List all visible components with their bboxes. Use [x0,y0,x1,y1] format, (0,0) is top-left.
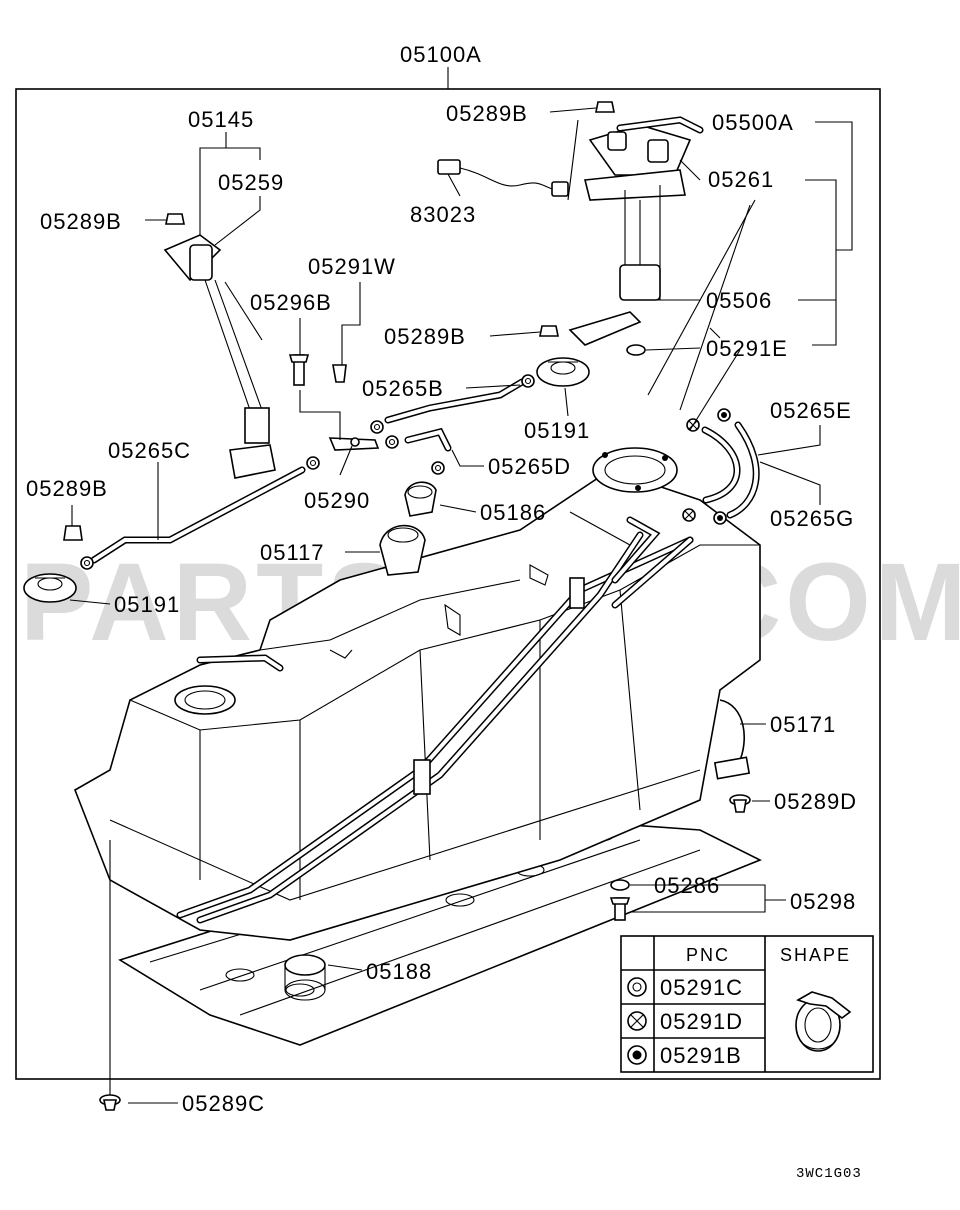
hose-265b [384,378,526,424]
label-assembly[interactable]: 05100A [400,42,482,67]
label-bolt-left-mid[interactable]: 05289B [26,476,108,501]
harness-connector [437,159,569,197]
fuel-pump-module [568,116,704,356]
vent-tube-186 [611,516,694,609]
hose-265d [404,427,452,452]
table-header-pnc: PNC [686,945,730,965]
label-gauge-unit[interactable]: 05145 [188,107,254,132]
table-row-pnc-2: 05291D [660,1009,743,1034]
label-bolt-289c[interactable]: 05289C [182,1091,265,1116]
bolt-mid [539,325,559,337]
label-gauge-seal[interactable]: 05259 [218,170,284,195]
pump-mount-ring [592,447,678,493]
label-hose-265d[interactable]: 05265D [488,454,571,479]
label-clip-291w[interactable]: 05291W [308,254,396,279]
label-hose-265c[interactable]: 05265C [108,438,191,463]
bolt-left-mid [63,525,83,541]
part-labels: 05100A 05500A 05289B 83023 05145 05259 0… [26,42,857,1116]
table-header-shape: SHAPE [780,945,851,965]
bolt-289d [729,794,751,813]
label-filter-506[interactable]: 05506 [706,288,772,313]
bracket-290 [328,437,380,451]
label-bolt-mid[interactable]: 05289B [384,324,466,349]
valve-186 [404,481,437,517]
label-valve-186[interactable]: 05186 [480,500,546,525]
label-bolt-top[interactable]: 05289B [446,101,528,126]
hose-clamp-shape-icon [795,991,852,1052]
dot-circle-icon [627,1045,647,1065]
label-bolt-set-298[interactable]: 05298 [790,889,856,914]
label-hose-265e[interactable]: 05265E [770,398,852,423]
double-circle-icon [627,977,647,997]
label-valve-117[interactable]: 05117 [260,540,325,565]
label-cap-191-left[interactable]: 05191 [114,592,180,617]
label-clip-291e[interactable]: 05291E [706,336,788,361]
clip-291w [332,364,347,383]
hose-265e-g [701,421,760,519]
fuel-tank [74,469,762,1046]
fuel-gauge-unit [163,234,276,479]
crossed-circle-icon [627,1011,647,1031]
label-harness[interactable]: 83023 [410,202,476,227]
valve-117 [379,524,426,576]
hose-265c [90,466,306,564]
label-cap-191-right[interactable]: 05191 [524,418,590,443]
bolt-289c [99,1094,121,1111]
clamp-legend-table: PNC SHAPE 05291C 05291D 05291B [620,935,874,1073]
filler-cap-left [23,573,77,603]
leader-lines [69,67,853,1104]
label-washer-286[interactable]: 05286 [654,873,720,898]
table-row-pnc-1: 05291C [660,975,743,1000]
label-seal-pump[interactable]: 05261 [708,167,774,192]
filler-cap-right [536,357,590,387]
table-row-pnc-3: 05291B [660,1043,742,1068]
figure-code: 3WC1G03 [796,1166,862,1182]
washer-286 [610,879,630,891]
clamp-symbols [80,374,731,570]
label-bolt-296b[interactable]: 05296B [250,290,332,315]
label-strap-171[interactable]: 05171 [770,712,836,737]
label-hose-265b[interactable]: 05265B [362,376,444,401]
bolt-298 [609,897,631,921]
label-bolt-left-top[interactable]: 05289B [40,209,122,234]
label-bracket-290[interactable]: 05290 [304,488,370,513]
bolt-left-top [165,213,185,225]
label-band-188[interactable]: 05188 [366,959,432,984]
bolt-top [595,101,615,113]
band-188 [284,954,326,1001]
bolt-296b [288,354,310,386]
label-hose-265g[interactable]: 05265G [770,506,854,531]
label-bolt-289d[interactable]: 05289D [774,789,857,814]
label-pump-module[interactable]: 05500A [712,110,794,135]
